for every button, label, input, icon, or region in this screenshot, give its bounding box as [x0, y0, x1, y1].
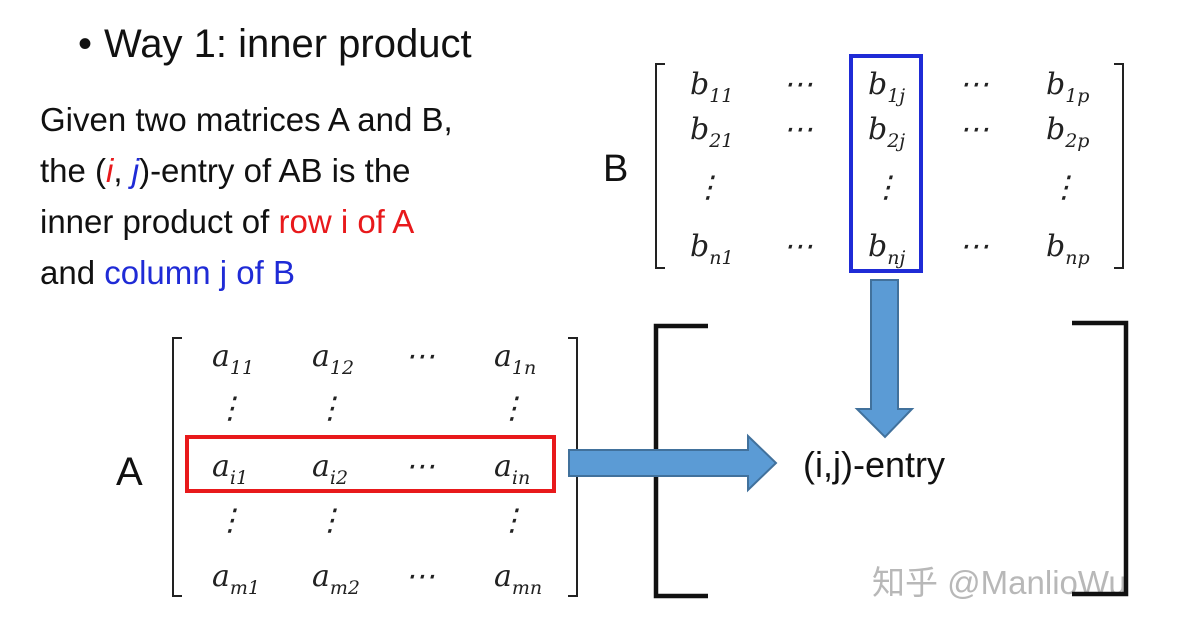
bullet-marker: • [78, 22, 93, 66]
matrix-b-hdots: ⋯ [959, 67, 989, 102]
index-i: i [106, 152, 114, 189]
right-arrow [568, 433, 778, 493]
description-line-4: and column j of B [40, 247, 580, 298]
matrix-a-vdots: ⋮ [497, 391, 527, 426]
matrix-b-entry: bnp [1046, 229, 1090, 269]
matrix-a-vdots: ⋮ [315, 503, 345, 538]
matrix-b-label: B [603, 148, 629, 190]
matrix-a-entry: amn [494, 559, 542, 599]
matrix-b-hdots: ⋯ [783, 229, 813, 264]
text-fragment: , [113, 152, 132, 189]
text-fragment: the ( [40, 152, 107, 189]
matrix-a-entry: am2 [312, 559, 360, 599]
matrix-b-hdots: ⋯ [959, 229, 989, 264]
matrix-a-entry: am1 [212, 559, 260, 599]
description-line-2: the (i, j)-entry of AB is the [40, 145, 580, 196]
matrix-a-entry: a11 [212, 339, 254, 379]
matrix-a-entries: a11 a12 ⋯ a1n ⋮ ⋮ ⋮ ai1 ai2 ⋯ ain ⋮ ⋮ ⋮ am1 am2 ⋯ amn [212, 339, 542, 599]
column-j-text: column j of B [104, 254, 295, 291]
description-line-3: inner product of row i of A [40, 196, 580, 247]
bullet-heading: •Way 1: inner product [78, 18, 472, 70]
matrix-b-entry: b2p [1046, 112, 1089, 152]
matrix-a-hdots: ⋯ [405, 559, 435, 594]
matrix-b-entry: b2j [868, 112, 905, 152]
text-fragment: inner product of [40, 203, 279, 240]
matrix-b-entry: bnj [868, 229, 905, 269]
result-entry-label: (i,j)-entry [803, 444, 945, 485]
row-i-highlight [185, 435, 556, 493]
column-j-highlight [849, 54, 923, 273]
matrix-a-vdots: ⋮ [315, 391, 345, 426]
down-arrow [854, 279, 915, 439]
matrix-a-hdots: ⋯ [405, 449, 435, 484]
matrix-b-entry: b1p [1046, 67, 1089, 107]
matrix-b-entry: b11 [690, 67, 733, 107]
matrix-a-entry: a12 [312, 339, 354, 379]
matrix-b-entry: b1j [868, 67, 905, 107]
text-fragment: )-entry of AB is the [139, 152, 411, 189]
text-fragment: and [40, 254, 105, 291]
matrix-b-entry: bn1 [690, 229, 734, 269]
matrix-a-vdots: ⋮ [215, 391, 245, 426]
matrix-a-entry: ai2 [312, 449, 348, 489]
matrix-b-left-bracket [655, 63, 665, 269]
description-line-1: Given two matrices A and B, [40, 101, 453, 138]
bullet-text: Way 1: inner product [104, 22, 472, 66]
matrix-b-entries: b11 ⋯ b1j ⋯ b1p b21 ⋯ b2j ⋯ b2p ⋮ ⋮ ⋮ bn1 ⋯ bnj ⋯ bnp [690, 67, 1090, 269]
row-i-text: row i of A [278, 203, 415, 240]
matrix-a-entry: a1n [494, 339, 536, 379]
matrix-a-entry: ai1 [212, 449, 248, 489]
index-j: j [131, 152, 140, 189]
matrix-a-label: A [116, 450, 143, 494]
matrix-b-entry: b21 [690, 112, 733, 152]
matrix-a-vdots: ⋮ [215, 503, 245, 538]
matrix-b-hdots: ⋯ [783, 112, 813, 147]
matrix-a-entry: ain [494, 449, 530, 489]
matrix-a-left-bracket [172, 337, 182, 597]
matrix-b-vdots: ⋮ [871, 170, 901, 205]
matrix-a-hdots: ⋯ [405, 339, 435, 374]
result-right-bracket [1072, 320, 1129, 597]
description-paragraph: Given two matrices A and B, the (i, j)-e… [40, 94, 580, 298]
matrix-a-vdots: ⋮ [497, 503, 527, 538]
matrix-b-right-bracket [1114, 63, 1124, 269]
matrix-b-hdots: ⋯ [783, 67, 813, 102]
matrix-b-hdots: ⋯ [959, 112, 989, 147]
matrix-b-vdots: ⋮ [693, 170, 723, 205]
matrix-b-vdots: ⋮ [1049, 170, 1079, 205]
